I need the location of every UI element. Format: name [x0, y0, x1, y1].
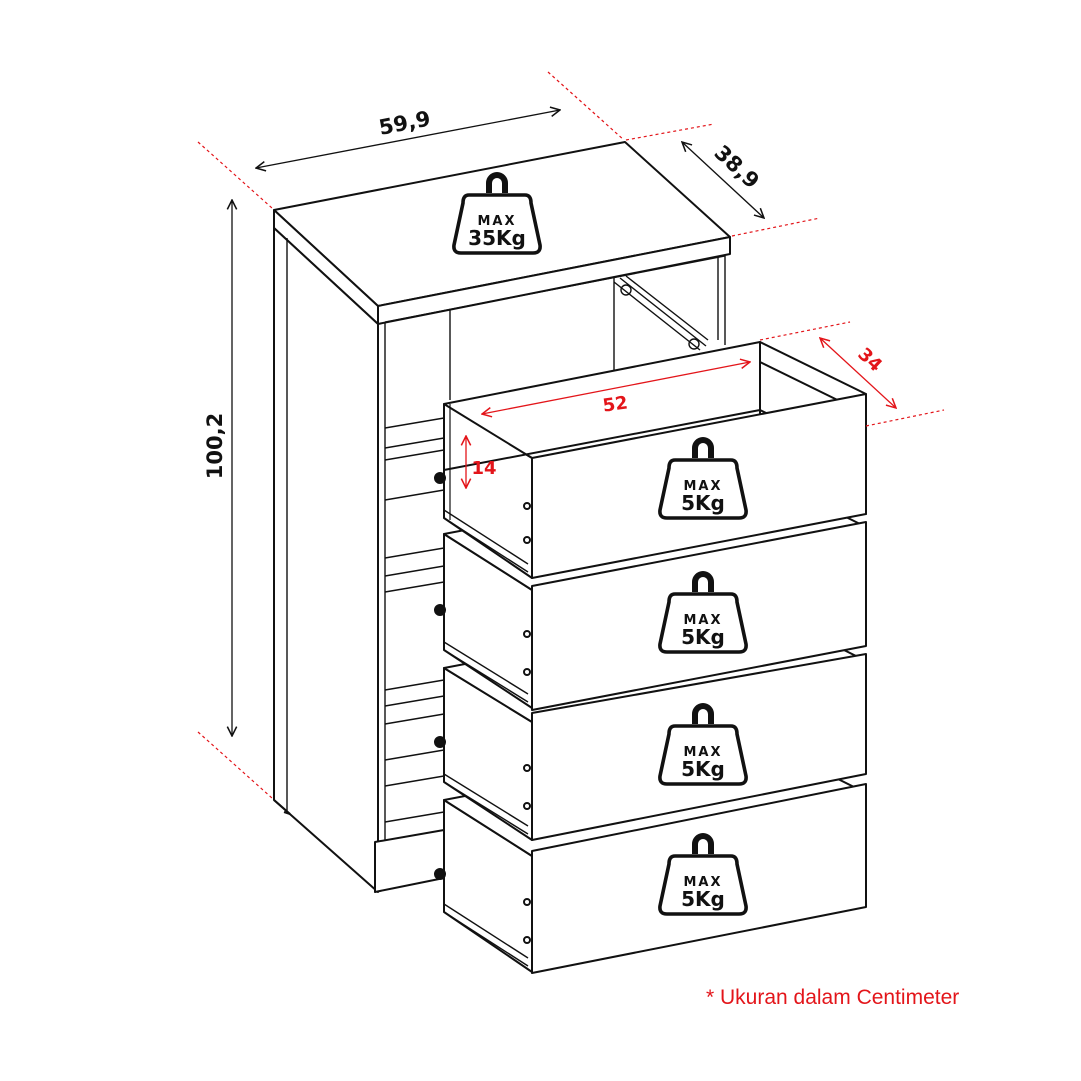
drawer-4-weight-icon: MAX 5Kg — [658, 831, 748, 916]
top-weight-max: MAX — [477, 214, 516, 229]
depth-label: 38,9 — [710, 140, 764, 193]
drawer-3-weight-value: 5Kg — [681, 757, 725, 781]
drawer-width-label: 34 — [853, 344, 886, 376]
height-label: 100,2 — [203, 413, 227, 479]
top-slide-rail — [613, 275, 709, 351]
depth-arrow — [682, 142, 764, 218]
plinth — [374, 829, 445, 893]
left-side-panel — [273, 227, 379, 893]
drawer-1-weight-value: 5Kg — [681, 491, 725, 515]
drawer-length-label: 52 — [601, 392, 629, 416]
top-weight-icon: MAX 35Kg — [452, 170, 542, 255]
drawer-dimension-lines — [466, 338, 896, 488]
drawer-2-weight-icon: MAX 5Kg — [658, 569, 748, 654]
drawer-4-weight-value: 5Kg — [681, 887, 725, 911]
width-label: 59,9 — [377, 106, 432, 139]
dimension-lines — [232, 110, 764, 736]
top-weight-value: 35Kg — [468, 226, 526, 250]
drawer-3-weight-max: MAX — [683, 745, 722, 760]
cabinet-body — [273, 141, 731, 893]
drawer-1-weight-icon: MAX 5Kg — [658, 435, 748, 520]
drawer-3-weight-icon: MAX 5Kg — [658, 701, 748, 786]
drawer-2-weight-value: 5Kg — [681, 625, 725, 649]
unit-note: * Ukuran dalam Centimeter — [706, 986, 960, 1009]
drawer-4-weight-max: MAX — [683, 875, 722, 890]
drawer-width-arrow — [820, 338, 896, 408]
top-panel-front-edge — [377, 236, 731, 325]
drawer-1-weight-max: MAX — [683, 479, 722, 494]
drawer-length-arrow — [482, 362, 750, 414]
drawer-2-weight-max: MAX — [683, 613, 722, 628]
width-arrow — [256, 110, 560, 168]
extension-lines — [197, 71, 945, 799]
drawer-height-label: 14 — [471, 458, 496, 479]
